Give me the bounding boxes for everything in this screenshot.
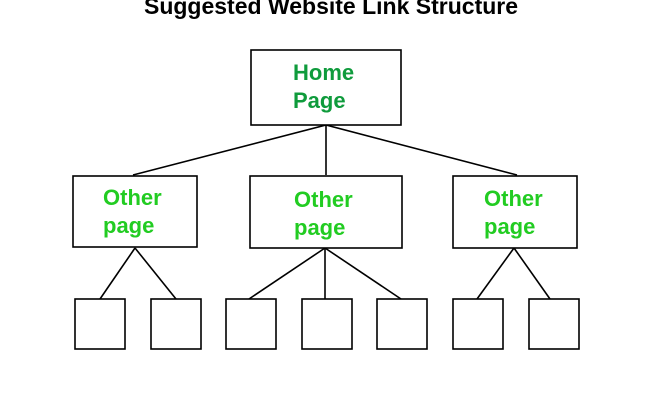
edge-other-1-to-leaf-2 <box>134 247 177 300</box>
edge-other-1-to-leaf-1 <box>99 247 136 300</box>
edge-other-2-to-leaf-3 <box>324 247 402 300</box>
other-page-3-label-line-1: Other <box>484 186 543 211</box>
leaf-page-box <box>376 298 428 350</box>
other-page-2-label-line-1: Other <box>294 187 353 212</box>
diagram-title: Suggested Website Link Structure <box>144 0 518 19</box>
other-page-3-label-line-2: page <box>484 214 535 239</box>
other-page-box-2 <box>249 175 403 249</box>
leaf-page-box <box>150 298 202 350</box>
other-page-node-3: Other page <box>452 175 578 249</box>
home-page-label-line-2: Page <box>293 88 346 113</box>
other-page-box-1 <box>72 175 198 248</box>
home-page-label-line-1: Home <box>293 60 354 85</box>
other-page-node-2: Other page <box>249 175 403 249</box>
leaf-page-box <box>528 298 580 350</box>
other-page-1-label-line-1: Other <box>103 185 162 210</box>
leaf-page-box <box>225 298 277 350</box>
edge-home-to-other-page-3 <box>325 124 518 176</box>
edge-other-2-to-leaf-1 <box>248 247 326 300</box>
edge-other-3-to-leaf-2 <box>513 247 551 300</box>
other-page-box-3 <box>452 175 578 249</box>
other-page-node-1: Other page <box>72 175 198 248</box>
edge-other-3-to-leaf-1 <box>476 247 515 300</box>
home-page-box <box>250 49 402 126</box>
other-page-1-label-line-2: page <box>103 213 154 238</box>
leaf-page-box <box>74 298 126 350</box>
edges-level-1 <box>132 124 518 176</box>
edges-level-2 <box>99 247 551 300</box>
home-page-node: Home Page <box>250 49 402 126</box>
edge-home-to-other-page-1 <box>132 124 327 176</box>
leaf-page-box <box>452 298 504 350</box>
leaf-pages <box>74 298 580 350</box>
other-page-2-label-line-2: page <box>294 215 345 240</box>
leaf-page-box <box>301 298 353 350</box>
